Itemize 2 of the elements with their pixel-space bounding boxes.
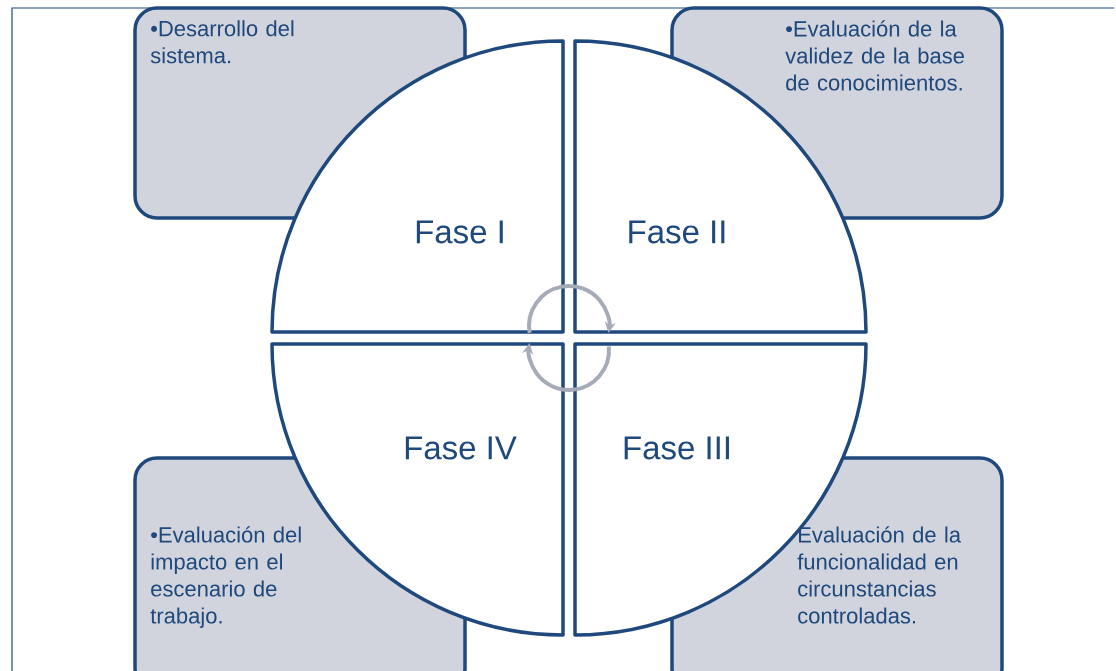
cycle-arrow	[527, 284, 616, 334]
quadrant-sector: Fase I	[270, 39, 565, 334]
